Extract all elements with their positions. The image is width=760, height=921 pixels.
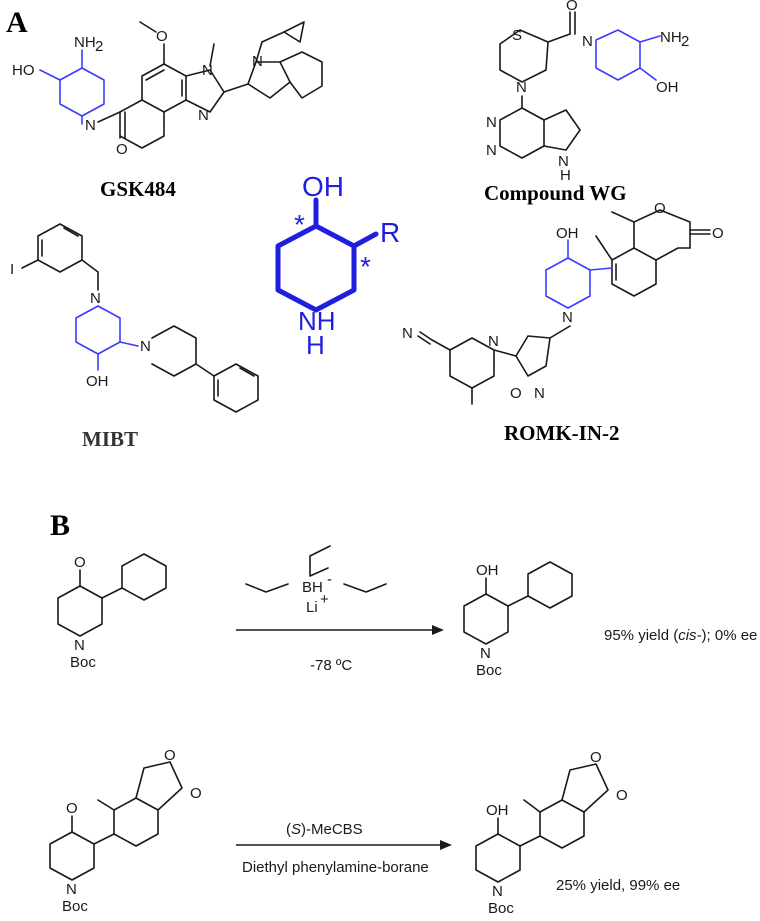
structure-gsk484: HO NH 2 N O O N N N <box>12 21 323 158</box>
reaction-1-substrate: O N Boc <box>57 553 167 671</box>
atom-o-lactone-sub2: O <box>164 747 176 764</box>
atom-oh-prod2: OH <box>486 802 509 819</box>
atom-n-sub1: N <box>74 637 85 654</box>
atom-n-prod1: N <box>480 645 491 662</box>
atom-h-pyrrole: H <box>560 167 571 184</box>
reagent-li-plus: + <box>320 591 329 608</box>
atom-o-lactone: O <box>654 200 666 217</box>
boc-prod1: Boc <box>476 662 502 679</box>
atom-o-carbonyl-sub2: O <box>190 785 202 802</box>
atom-oh-romk: OH <box>556 225 579 242</box>
reaction-2-reagent-bottom: Diethyl phenylamine-borane <box>242 859 429 876</box>
atom-n-nitrile: N <box>402 325 413 342</box>
atom-n-pip: N <box>85 117 96 134</box>
atom-s: S <box>512 27 522 44</box>
atom-oh-prod1: OH <box>476 562 499 579</box>
reaction-1-condition: -78 ºC <box>310 657 352 674</box>
atom-o-wg: O <box>566 0 578 14</box>
reaction-2-substrate: O O O N Boc <box>49 747 202 915</box>
reaction-1-product: OH N Boc <box>463 561 573 679</box>
reaction-1-result: 95% yield (cis-); 0% ee <box>604 627 757 644</box>
boc-sub2: Boc <box>62 898 88 915</box>
atom-n-pym2: N <box>486 142 497 159</box>
atom-o-lactone-prod2: O <box>590 749 602 766</box>
atom-o-amide: O <box>116 141 128 158</box>
atom-n-thiazine: N <box>516 79 527 96</box>
atom-n-pym1: N <box>486 114 497 131</box>
core-star-2: * <box>360 251 371 282</box>
reaction-2-arrowhead <box>440 840 452 850</box>
atom-n-romk: N <box>562 309 573 326</box>
boc-prod2: Boc <box>488 900 514 917</box>
svg-text:2: 2 <box>95 38 103 55</box>
core-h: H <box>306 330 325 360</box>
atom-n-imid2: N <box>198 107 209 124</box>
atom-nh2-wg: NH <box>660 29 682 46</box>
reaction-2-reagent-top: (S)-MeCBS <box>286 821 363 838</box>
boc-sub1: Boc <box>70 654 96 671</box>
core-scaffold: OH R * * NH H <box>275 171 400 360</box>
panel-label-a: A <box>6 6 28 39</box>
atom-o-methoxy: O <box>156 28 168 45</box>
core-r: R <box>380 217 400 248</box>
atom-oh-mibt: OH <box>86 373 109 390</box>
atom-n-wg: N <box>582 33 593 50</box>
reaction-2-result: 25% yield, 99% ee <box>556 877 680 894</box>
compound-name-wg: Compound WG <box>484 181 627 205</box>
atom-o-ketone2: O <box>66 800 78 817</box>
atom-o-carbonyl-prod2: O <box>616 787 628 804</box>
atom-n-mibt1: N <box>90 290 101 307</box>
atom-o-isoxazole: O <box>510 385 522 402</box>
compound-name-mibt: MIBT <box>82 427 138 451</box>
atom-nh2: NH <box>74 34 96 51</box>
atom-n-sub2: N <box>66 881 77 898</box>
reagent-l-selectride: BH - Li + <box>245 545 387 616</box>
svg-text:2: 2 <box>681 33 689 50</box>
panel-label-b: B <box>50 509 70 542</box>
atom-n-imid1: N <box>202 62 213 79</box>
core-nh: NH <box>298 306 336 336</box>
structure-romk-in-2: O O OH N O N N N <box>402 200 724 405</box>
atom-o-carbonyl: O <box>712 225 724 242</box>
atom-n-indole: N <box>252 53 263 70</box>
atom-oh-wg: OH <box>656 79 679 96</box>
atom-n-pyridine: N <box>488 333 499 350</box>
atom-o-ketone1: O <box>74 554 86 571</box>
atom-ho: HO <box>12 62 35 79</box>
structure-compound-wg: S N O N NH 2 OH N N N H <box>486 0 689 184</box>
core-star-1: * <box>294 209 305 240</box>
atom-n-prod2: N <box>492 883 503 900</box>
atom-n-pyrrole: N <box>558 153 569 170</box>
core-oh: OH <box>302 171 344 202</box>
atom-i: I <box>10 261 14 278</box>
atom-n-isoxazole: N <box>534 385 545 402</box>
compound-name-romk-in-2: ROMK-IN-2 <box>504 421 619 445</box>
atom-n-mibt2: N <box>140 338 151 355</box>
reagent-li: Li <box>306 599 318 616</box>
compound-name-gsk484: GSK484 <box>100 177 176 201</box>
structure-mibt: I N OH N <box>10 223 259 413</box>
reaction-2-product: OH O O N Boc <box>475 749 628 917</box>
reagent-bh-minus: - <box>327 571 332 588</box>
reaction-1-arrowhead <box>432 625 444 635</box>
reagent-bh: BH <box>302 579 323 596</box>
